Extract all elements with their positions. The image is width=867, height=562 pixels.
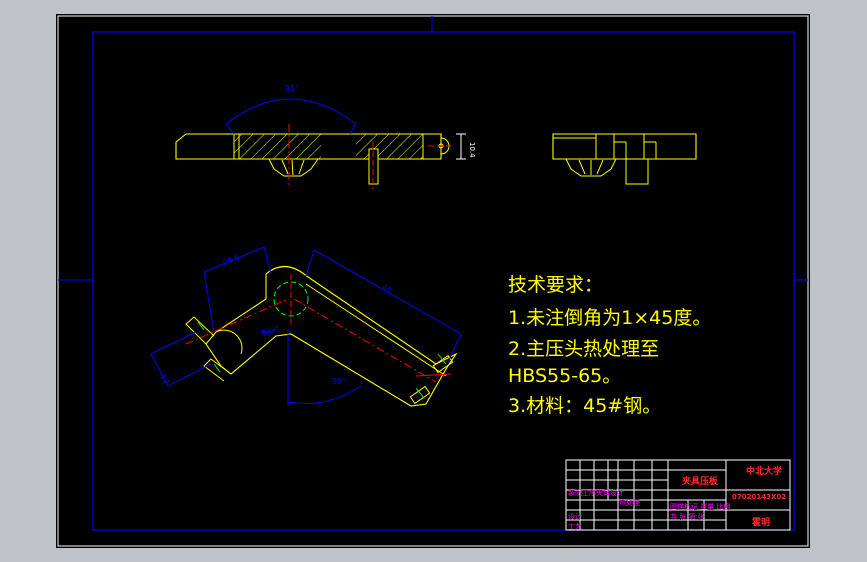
requirement-line-2: 2.主压头热处理至 — [508, 338, 660, 360]
drawing-number: 07020143X02 — [732, 493, 787, 501]
row-label-design: 设计 — [568, 513, 582, 521]
process-note: 装配工序夹具设计 — [568, 489, 624, 497]
part-name: 夹具压板 — [682, 477, 719, 487]
sheet-labels: 共 张 第 张 — [670, 513, 705, 521]
stage-labels: 图样标记 重量 比例 — [670, 503, 731, 511]
title-block — [565, 459, 791, 531]
side-view — [552, 133, 697, 185]
requirement-line-3: HBS55-65。 — [508, 365, 622, 387]
drawing-viewport[interactable]: 91° 10.4 — [56, 14, 810, 548]
requirement-line-4: 3.材料：45#钢。 — [508, 395, 662, 417]
cad-drawing: 91° 10.4 — [57, 15, 809, 547]
dim-slot-width: 12 — [158, 373, 171, 386]
dim-arm-short: 28.5 — [221, 253, 241, 268]
front-view: 91° 10.4 — [175, 84, 476, 189]
dim-top-angle: 91° — [285, 84, 299, 93]
plan-view: 28.5 65 12 60° 90° — [150, 246, 462, 407]
dim-arm-long: 65 — [380, 283, 393, 296]
school-name: 中北大学 — [746, 467, 783, 477]
dim-bottom-angle: 90° — [332, 377, 346, 386]
dim-side-height: 10.4 — [468, 142, 476, 158]
requirements-heading: 技术要求： — [508, 274, 604, 296]
designer-name: 霍明 — [752, 518, 771, 528]
row-label-process: 工艺 — [568, 523, 582, 531]
sheet-outer-frame — [57, 15, 809, 547]
sheet-inner-frame — [92, 31, 795, 531]
dim-inner-angle: 60° — [261, 329, 275, 338]
requirement-line-1: 1.未注倒角为1×45度。 — [508, 307, 712, 329]
heat-note: 热处理 — [619, 499, 640, 507]
